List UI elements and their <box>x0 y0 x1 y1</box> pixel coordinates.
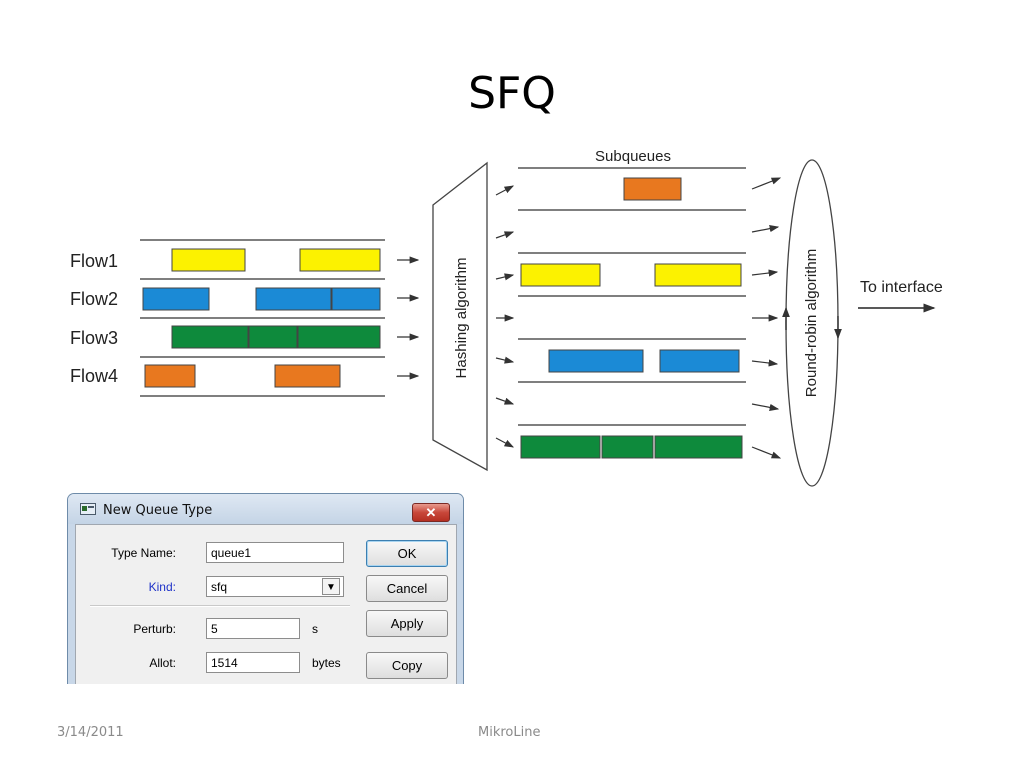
separator <box>90 605 350 607</box>
rr-in-arrows <box>751 177 782 459</box>
kind-select[interactable]: sfq <box>206 576 344 597</box>
window-icon <box>80 503 96 515</box>
subqueue-packet <box>654 263 742 287</box>
close-icon: ✕ <box>425 505 437 520</box>
flow1-packet <box>299 248 381 272</box>
subqueue-packet <box>601 435 654 459</box>
subqueue-packet <box>659 349 740 373</box>
subqueue-packets <box>520 177 743 459</box>
subqueue-packet <box>623 177 682 201</box>
flow4-packet <box>274 364 341 388</box>
flow4-packet <box>144 364 196 388</box>
apply-button[interactable]: Apply <box>366 610 448 637</box>
flow3-packet <box>248 325 298 349</box>
to-interface-label: To interface <box>860 279 943 296</box>
copy-button[interactable]: Copy <box>366 652 448 679</box>
subqueue-packet <box>520 435 601 459</box>
flow2-packet <box>331 287 381 311</box>
kind-label: Kind: <box>148 580 176 594</box>
ok-button[interactable]: OK <box>366 540 448 567</box>
chevron-down-icon[interactable]: ▼ <box>322 578 340 595</box>
subqueues-label: Subqueues <box>595 148 671 165</box>
type-name-input[interactable]: queue1 <box>206 542 344 563</box>
hashing-label: Hashing algorithm <box>453 258 470 379</box>
flow1-label: Flow1 <box>70 251 118 271</box>
perturb-input[interactable]: 5 <box>206 618 300 639</box>
dialog-titlebar[interactable]: New Queue Type ✕ <box>68 494 463 524</box>
subqueue-packet <box>520 263 601 287</box>
flow2-packet <box>255 287 332 311</box>
flow2-packet <box>142 287 210 311</box>
footer-date: 3/14/2011 <box>57 725 124 740</box>
flow-packets <box>142 248 381 388</box>
flow3-packet <box>297 325 381 349</box>
input-arrows <box>397 256 420 380</box>
flow3-packet <box>171 325 249 349</box>
footer-org: MikroLine <box>478 725 541 740</box>
flow4-label: Flow4 <box>70 366 118 386</box>
subqueue-packet <box>548 349 644 373</box>
flow1-packet <box>171 248 246 272</box>
perturb-unit: s <box>312 622 318 636</box>
flow3-label: Flow3 <box>70 328 118 348</box>
dialog-title: New Queue Type <box>103 503 213 518</box>
new-queue-type-dialog: New Queue Type ✕ Type Name: queue1 Kind:… <box>67 493 464 684</box>
sfq-diagram: Flow1 Flow2 Flow3 Flow4 Hashing algorith… <box>70 148 943 487</box>
flow-lane-lines <box>140 239 385 397</box>
subqueue-packet <box>654 435 743 459</box>
flow2-label: Flow2 <box>70 289 118 309</box>
allot-input[interactable]: 1514 <box>206 652 300 673</box>
cancel-button[interactable]: Cancel <box>366 575 448 602</box>
hash-out-arrows <box>495 185 515 448</box>
slide-title: SFQ <box>468 68 556 119</box>
type-name-label: Type Name: <box>111 546 176 560</box>
allot-label: Allot: <box>149 656 176 670</box>
hashing-block <box>432 161 488 472</box>
round-robin-label: Round-robin algorithm <box>803 249 820 397</box>
perturb-label: Perturb: <box>133 622 176 636</box>
close-button[interactable]: ✕ <box>412 503 450 522</box>
dialog-body: Type Name: queue1 Kind: sfq ▼ Perturb: 5… <box>75 524 457 684</box>
subqueue-lines <box>518 167 746 426</box>
allot-unit: bytes <box>312 656 341 670</box>
